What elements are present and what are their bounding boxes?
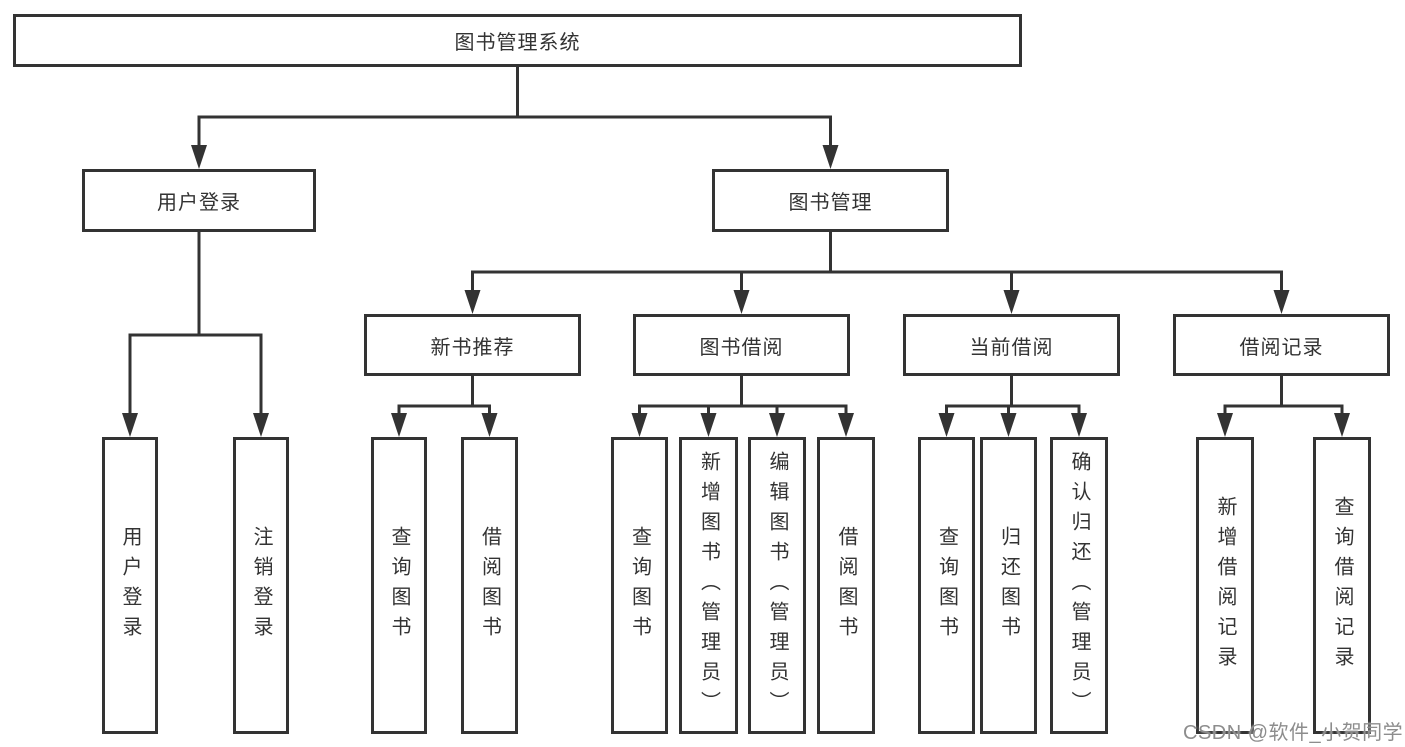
watermark: CSDN @软件_小贺同学 bbox=[1183, 722, 1404, 744]
node-book-mgmt: 图书管理 bbox=[712, 169, 949, 232]
node-label-leaf-query-book-1: 查询图书 bbox=[388, 525, 410, 646]
node-leaf-query-book-2: 查询图书 bbox=[611, 437, 668, 734]
node-leaf-borrow-book-1: 借阅图书 bbox=[461, 437, 518, 734]
node-label-leaf-query-book-3: 查询图书 bbox=[935, 525, 958, 646]
node-label-leaf-add-book: 新增图书（管理员） bbox=[697, 450, 720, 721]
node-label-leaf-borrow-book-2: 借阅图书 bbox=[835, 525, 857, 646]
node-label-leaf-confirm-return: 确认归还（管理员） bbox=[1068, 450, 1090, 721]
arrowhead bbox=[253, 413, 269, 437]
node-label-root: 图书管理系统 bbox=[454, 32, 581, 54]
node-label-current-borrow: 当前借阅 bbox=[969, 336, 1054, 359]
arrowhead bbox=[1334, 413, 1350, 437]
node-leaf-return-book: 归还图书 bbox=[980, 437, 1037, 734]
node-book-borrow: 图书借阅 bbox=[633, 314, 850, 376]
node-leaf-edit-book: 编辑图书（管理员） bbox=[748, 437, 806, 734]
node-leaf-query-book-3: 查询图书 bbox=[918, 437, 975, 734]
arrowhead bbox=[191, 145, 207, 169]
node-leaf-logout: 注销登录 bbox=[233, 437, 289, 734]
arrowhead bbox=[464, 290, 481, 314]
arrowhead bbox=[769, 413, 785, 437]
node-leaf-borrow-book-2: 借阅图书 bbox=[817, 437, 875, 734]
node-current-borrow: 当前借阅 bbox=[903, 314, 1120, 376]
arrowhead bbox=[938, 413, 955, 437]
node-label-leaf-edit-book: 编辑图书（管理员） bbox=[766, 450, 788, 721]
node-label-borrow-record: 借阅记录 bbox=[1239, 336, 1324, 359]
node-leaf-add-record: 新增借阅记录 bbox=[1196, 437, 1254, 734]
arrowhead bbox=[1217, 413, 1233, 437]
arrowhead bbox=[1003, 290, 1020, 314]
node-label-book-mgmt: 图书管理 bbox=[788, 192, 873, 214]
node-label-leaf-query-record: 查询借阅记录 bbox=[1331, 495, 1353, 676]
node-label-leaf-user-login: 用户登录 bbox=[119, 525, 141, 646]
node-label-leaf-logout: 注销登录 bbox=[250, 525, 272, 646]
node-root: 图书管理系统 bbox=[13, 14, 1022, 67]
node-user-login: 用户登录 bbox=[82, 169, 316, 232]
node-label-leaf-query-book-2: 查询图书 bbox=[628, 525, 651, 646]
node-label-new-book-rec: 新书推荐 bbox=[430, 336, 515, 359]
arrowhead bbox=[391, 413, 407, 437]
node-leaf-query-book-1: 查询图书 bbox=[371, 437, 427, 734]
arrowhead bbox=[481, 413, 498, 437]
node-label-leaf-add-record: 新增借阅记录 bbox=[1214, 495, 1236, 676]
node-label-leaf-return-book: 归还图书 bbox=[997, 525, 1020, 646]
node-leaf-add-book: 新增图书（管理员） bbox=[679, 437, 738, 734]
node-label-user-login: 用户登录 bbox=[157, 192, 241, 214]
node-leaf-confirm-return: 确认归还（管理员） bbox=[1050, 437, 1108, 734]
arrowhead bbox=[700, 413, 717, 437]
arrowhead bbox=[631, 413, 648, 437]
arrowhead bbox=[838, 413, 854, 437]
node-leaf-query-record: 查询借阅记录 bbox=[1313, 437, 1371, 734]
arrowhead bbox=[1000, 413, 1017, 437]
arrowhead bbox=[822, 145, 839, 169]
node-label-book-borrow: 图书借阅 bbox=[699, 336, 784, 359]
arrowhead bbox=[1273, 290, 1290, 314]
node-new-book-rec: 新书推荐 bbox=[364, 314, 581, 376]
node-leaf-user-login: 用户登录 bbox=[102, 437, 158, 734]
node-borrow-record: 借阅记录 bbox=[1173, 314, 1390, 376]
arrowhead bbox=[733, 290, 750, 314]
arrowhead bbox=[122, 413, 138, 437]
node-label-leaf-borrow-book-1: 借阅图书 bbox=[478, 525, 501, 646]
arrowhead bbox=[1071, 413, 1087, 437]
